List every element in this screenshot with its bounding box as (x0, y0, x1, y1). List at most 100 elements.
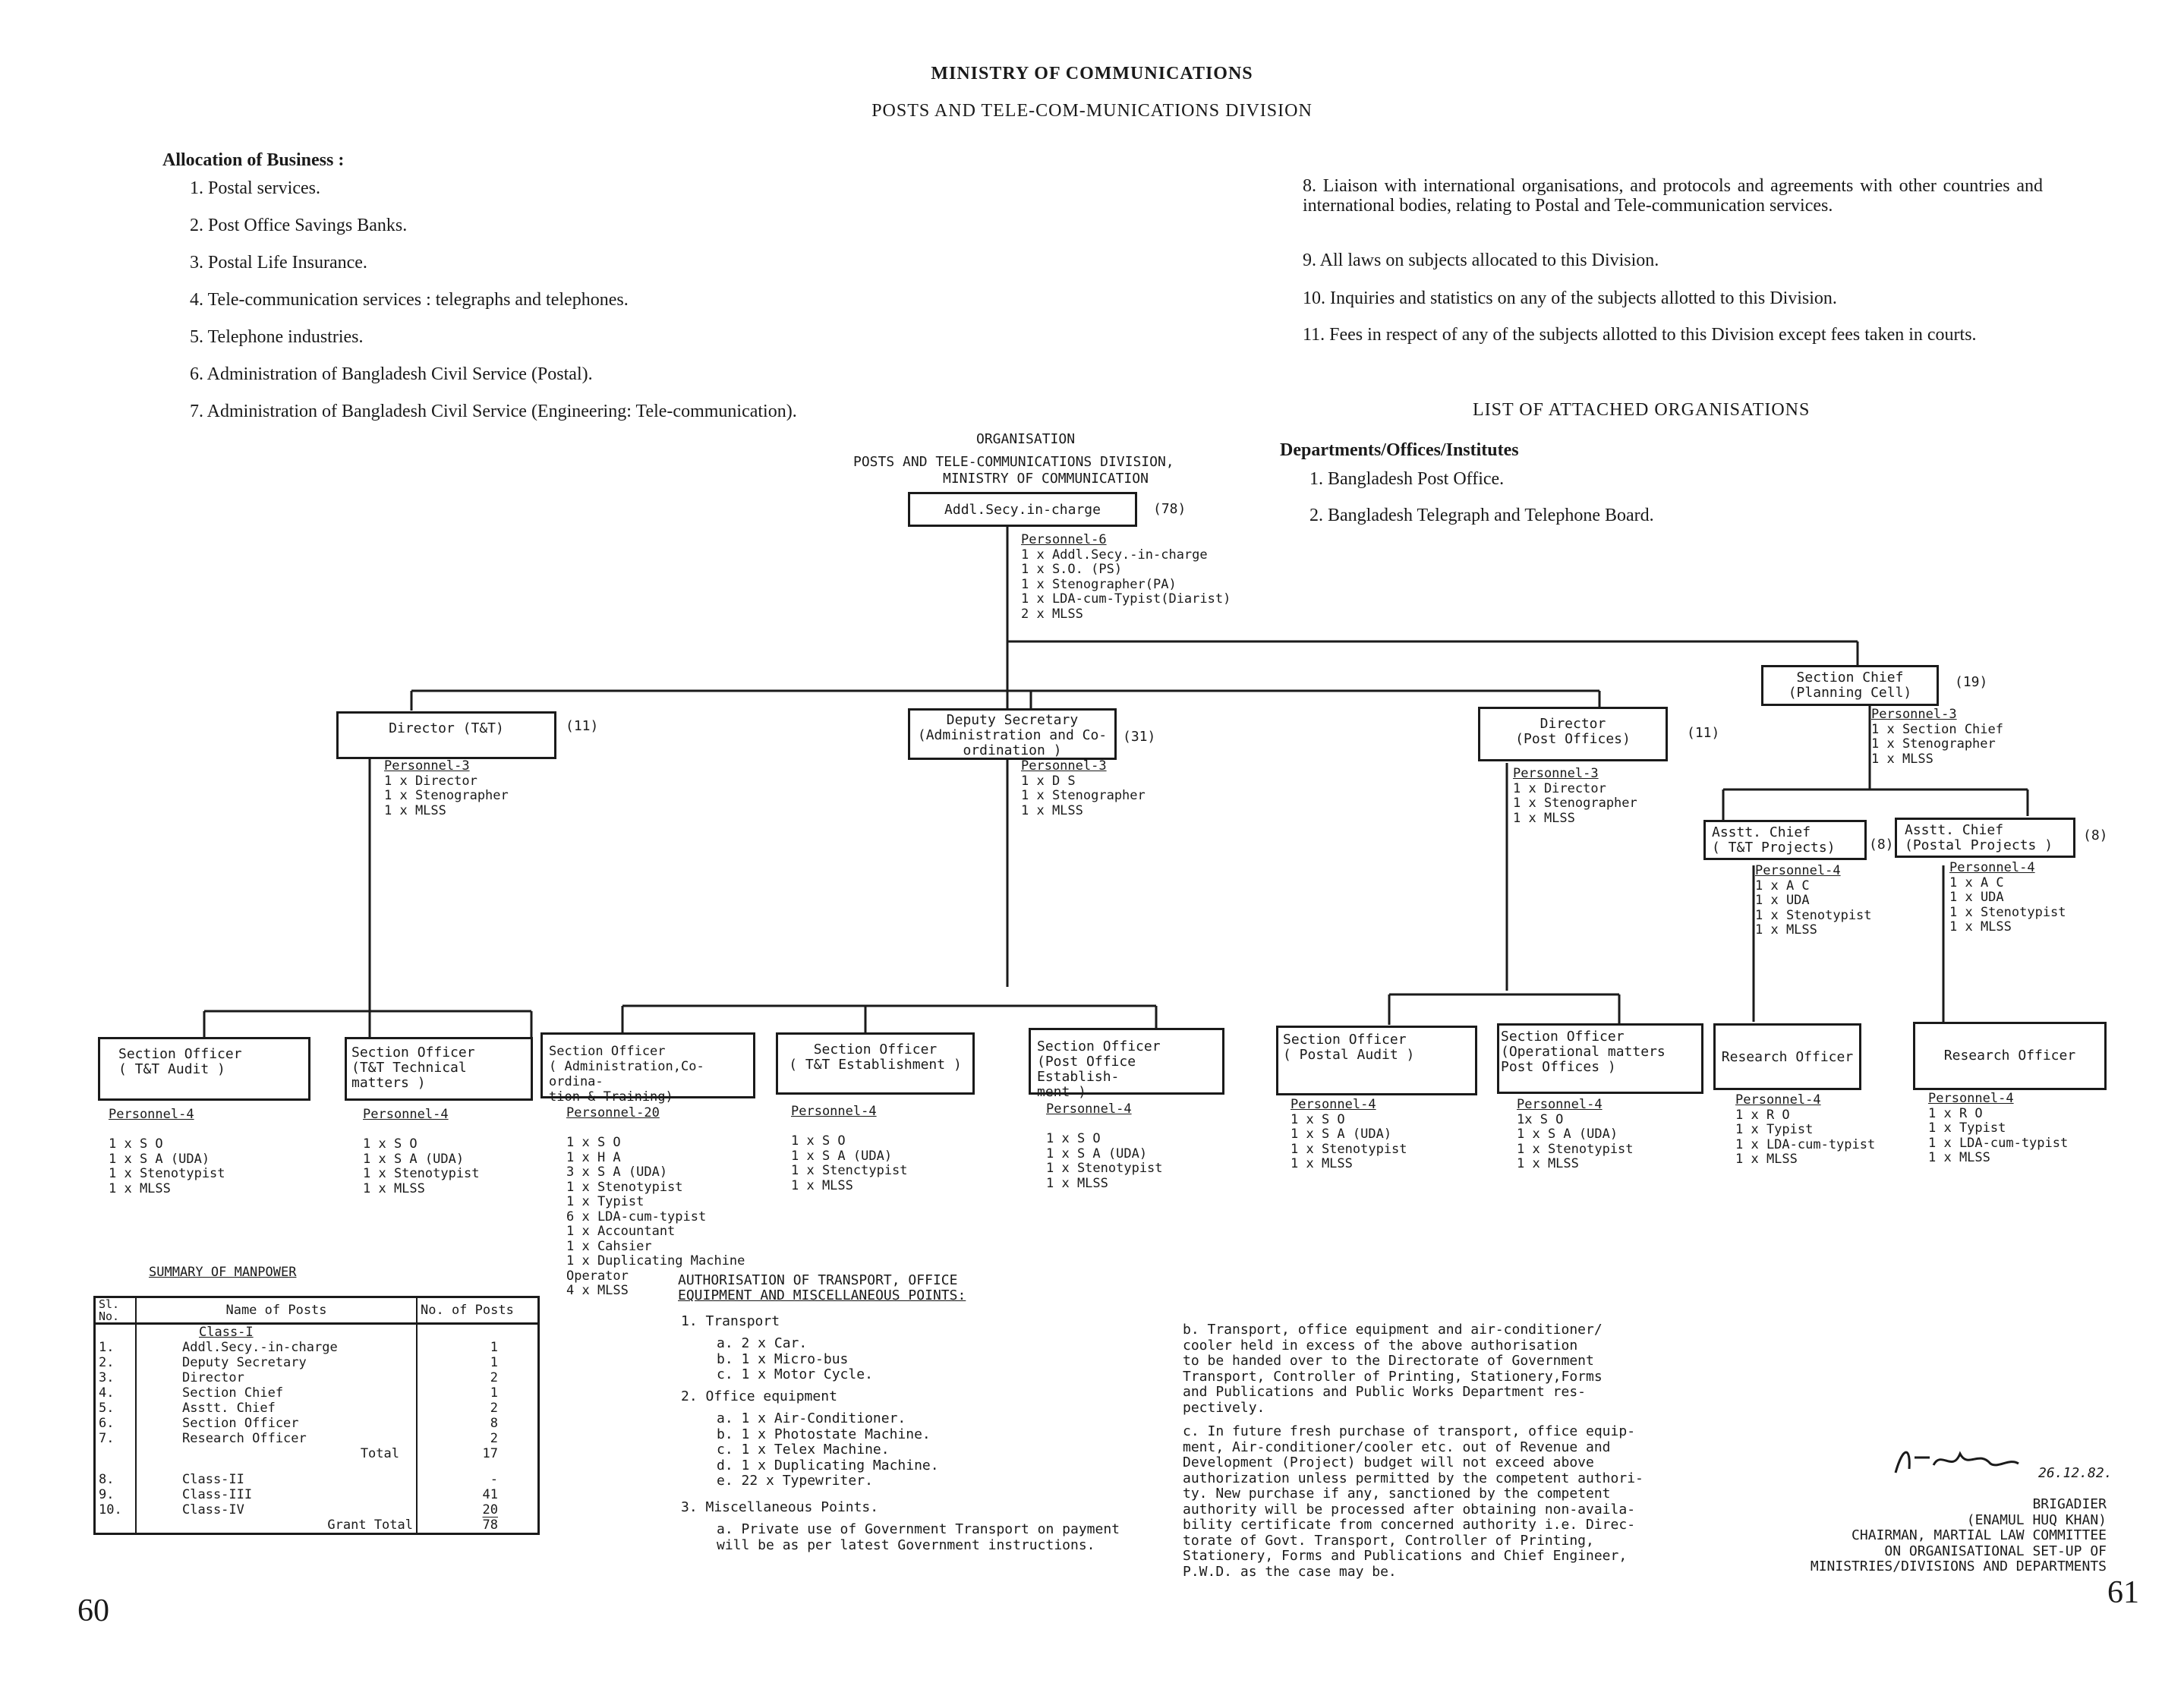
personnel-line: 1 x UDA (1949, 890, 2004, 905)
row-post-count: 2 (490, 1370, 498, 1385)
signature-date: 26.12.82. (2038, 1465, 2113, 1481)
summary-title: SUMMARY OF MANPOWER (149, 1265, 297, 1280)
box-count: (11) (1687, 725, 1720, 741)
misc-item-a: a. Private use of Government Transport o… (717, 1521, 1120, 1553)
box-count: (8) (1869, 837, 1894, 852)
personnel-line: 1 x S A (UDA) (1046, 1146, 1148, 1161)
box-asstt-chief-postal: Asstt. Chief (Postal Projects ) (1895, 818, 2075, 858)
personnel-line: 1 x MLSS (1291, 1156, 1353, 1171)
list-item: c. 1 x Telex Machine. (717, 1442, 890, 1458)
personnel-line (109, 1123, 225, 1138)
personnel-heading: Personnel-6 (1021, 532, 1107, 547)
personnel-line: 1 x S A (UDA) (363, 1151, 465, 1167)
ministry-title: MINISTRY OF COMMUNICATIONS (931, 64, 1253, 84)
box-so-operational: Section Officer (Operational matters Pos… (1497, 1023, 1703, 1094)
personnel-line: Operator (566, 1268, 629, 1284)
personnel-heading: Personnel-3 (1513, 766, 1599, 781)
box-count: (11) (566, 718, 599, 734)
personnel-line: 1 x S.O. (PS) (1021, 562, 1123, 577)
transport-heading: 1. Transport (681, 1313, 780, 1329)
personnel-line: 4 x MLSS (566, 1283, 629, 1298)
personnel-line: 1 x Director (384, 773, 477, 789)
summary-row: 8.Class-II- (94, 1472, 539, 1487)
col-name: Name of Posts (136, 1297, 418, 1324)
org-subtitle: MINISTRY OF COMMUNICATION (943, 471, 1149, 487)
box-section-chief: Section Chief (Planning Cell) (1761, 665, 1939, 706)
personnel-heading: Personnel-4 (1949, 860, 2035, 875)
box-label: Research Officer (1721, 1049, 1854, 1065)
personnel-line: 1 x MLSS (384, 802, 446, 818)
personnel-line: 1 x MLSS (109, 1180, 171, 1196)
row-post-count: 20 (482, 1502, 498, 1517)
personnel-line: 1 x Stenotypist (1949, 904, 2066, 920)
personnel-line (1046, 1117, 1163, 1133)
page-number-right: 61 (2107, 1575, 2139, 1610)
box-label: Section Officer ( Administration,Co-ordi… (549, 1044, 704, 1105)
personnel-line: 1 x S A (UDA) (1291, 1127, 1392, 1142)
box-so-tt-technical: Section Officer (T&T Technical matters ) (345, 1037, 533, 1101)
personnel-line: 1 x A C (1949, 875, 2004, 890)
row-number: 3. (94, 1370, 137, 1385)
allocation-title: Allocation of Business : (162, 150, 345, 170)
personnel-line: 1 x S O (791, 1133, 846, 1149)
personnel-line: 2 x MLSS (1021, 606, 1083, 622)
division-title: POSTS AND TELE-COM-MUNICATIONS DIVISION (871, 101, 1313, 121)
list-item: b. 1 x Photostate Machine. (717, 1426, 931, 1442)
row-number: 1. (94, 1340, 137, 1355)
row-post-count: 41 (482, 1487, 498, 1502)
personnel-line: 1 x Addl.Secy.-in-charge (1021, 547, 1208, 563)
box-count: (78) (1153, 501, 1187, 517)
personnel-line: 1 x Typist (1735, 1122, 1814, 1137)
row-number: 7. (94, 1431, 137, 1446)
personnel-heading: Personnel-4 (1046, 1101, 1132, 1117)
box-so-tt-audit: Section Officer ( T&T Audit ) (98, 1037, 310, 1101)
personnel-heading: Personnel-4 (1928, 1091, 2014, 1106)
list-item: d. 1 x Duplicating Machine. (717, 1457, 939, 1473)
personnel-heading: Personnel-4 (1517, 1097, 1603, 1112)
personnel-line: 1 x LDA-cum-Typist(Diarist) (1021, 591, 1231, 607)
row-number: 5. (94, 1401, 137, 1416)
box-research-officer-2: Research Officer (1913, 1022, 2107, 1090)
box-deputy-secretary: Deputy Secretary (Administration and Co-… (908, 708, 1117, 760)
personnel-heading: Personnel-3 (1021, 758, 1107, 774)
row-post-count: 2 (490, 1401, 498, 1416)
box-count: (31) (1123, 729, 1156, 745)
personnel-line: 1 x Stenographer(PA) (1021, 576, 1177, 592)
personnel-line: 1 x Stenographer (1871, 736, 1996, 752)
personnel-line: 1 x MLSS (1021, 802, 1083, 818)
page-number-left: 60 (77, 1593, 109, 1628)
personnel-heading: Personnel-3 (1871, 707, 1957, 722)
row-post-name: Section Officer (136, 1416, 418, 1431)
personnel-line: 1 x S A (UDA) (791, 1148, 893, 1164)
allocation-item-8: 8. Liaison with international organisati… (1303, 176, 2043, 216)
personnel-line: 1 x R O (1928, 1105, 1983, 1121)
personnel-line: 1 x Stenotypist (1517, 1141, 1634, 1157)
list-item: ON ORGANISATIONAL SET-UP OF (1884, 1543, 2107, 1559)
personnel-line: 1 x LDA-cum-typist (1735, 1136, 1876, 1152)
allocation-item: 2. Post Office Savings Banks. (190, 216, 408, 235)
row-post-name: Deputy Secretary (136, 1355, 418, 1370)
box-research-officer-1: Research Officer (1713, 1023, 1861, 1090)
total-value: 17 (482, 1446, 498, 1461)
personnel-line: 1 x MLSS (363, 1180, 425, 1196)
box-count: (19) (1955, 674, 1988, 690)
row-post-name: Research Officer (136, 1431, 418, 1446)
allocation-item: 5. Telephone industries. (190, 327, 364, 347)
personnel-line: 1 x Cahsier (566, 1238, 652, 1254)
personnel-line: 1 x S O (566, 1135, 621, 1150)
personnel-heading: Personnel-20 (566, 1105, 660, 1120)
equipment-heading: 2. Office equipment (681, 1388, 837, 1404)
allocation-item: 7. Administration of Bangladesh Civil Se… (190, 402, 797, 421)
box-addl-secy: Addl.Secy.in-charge (908, 492, 1137, 527)
